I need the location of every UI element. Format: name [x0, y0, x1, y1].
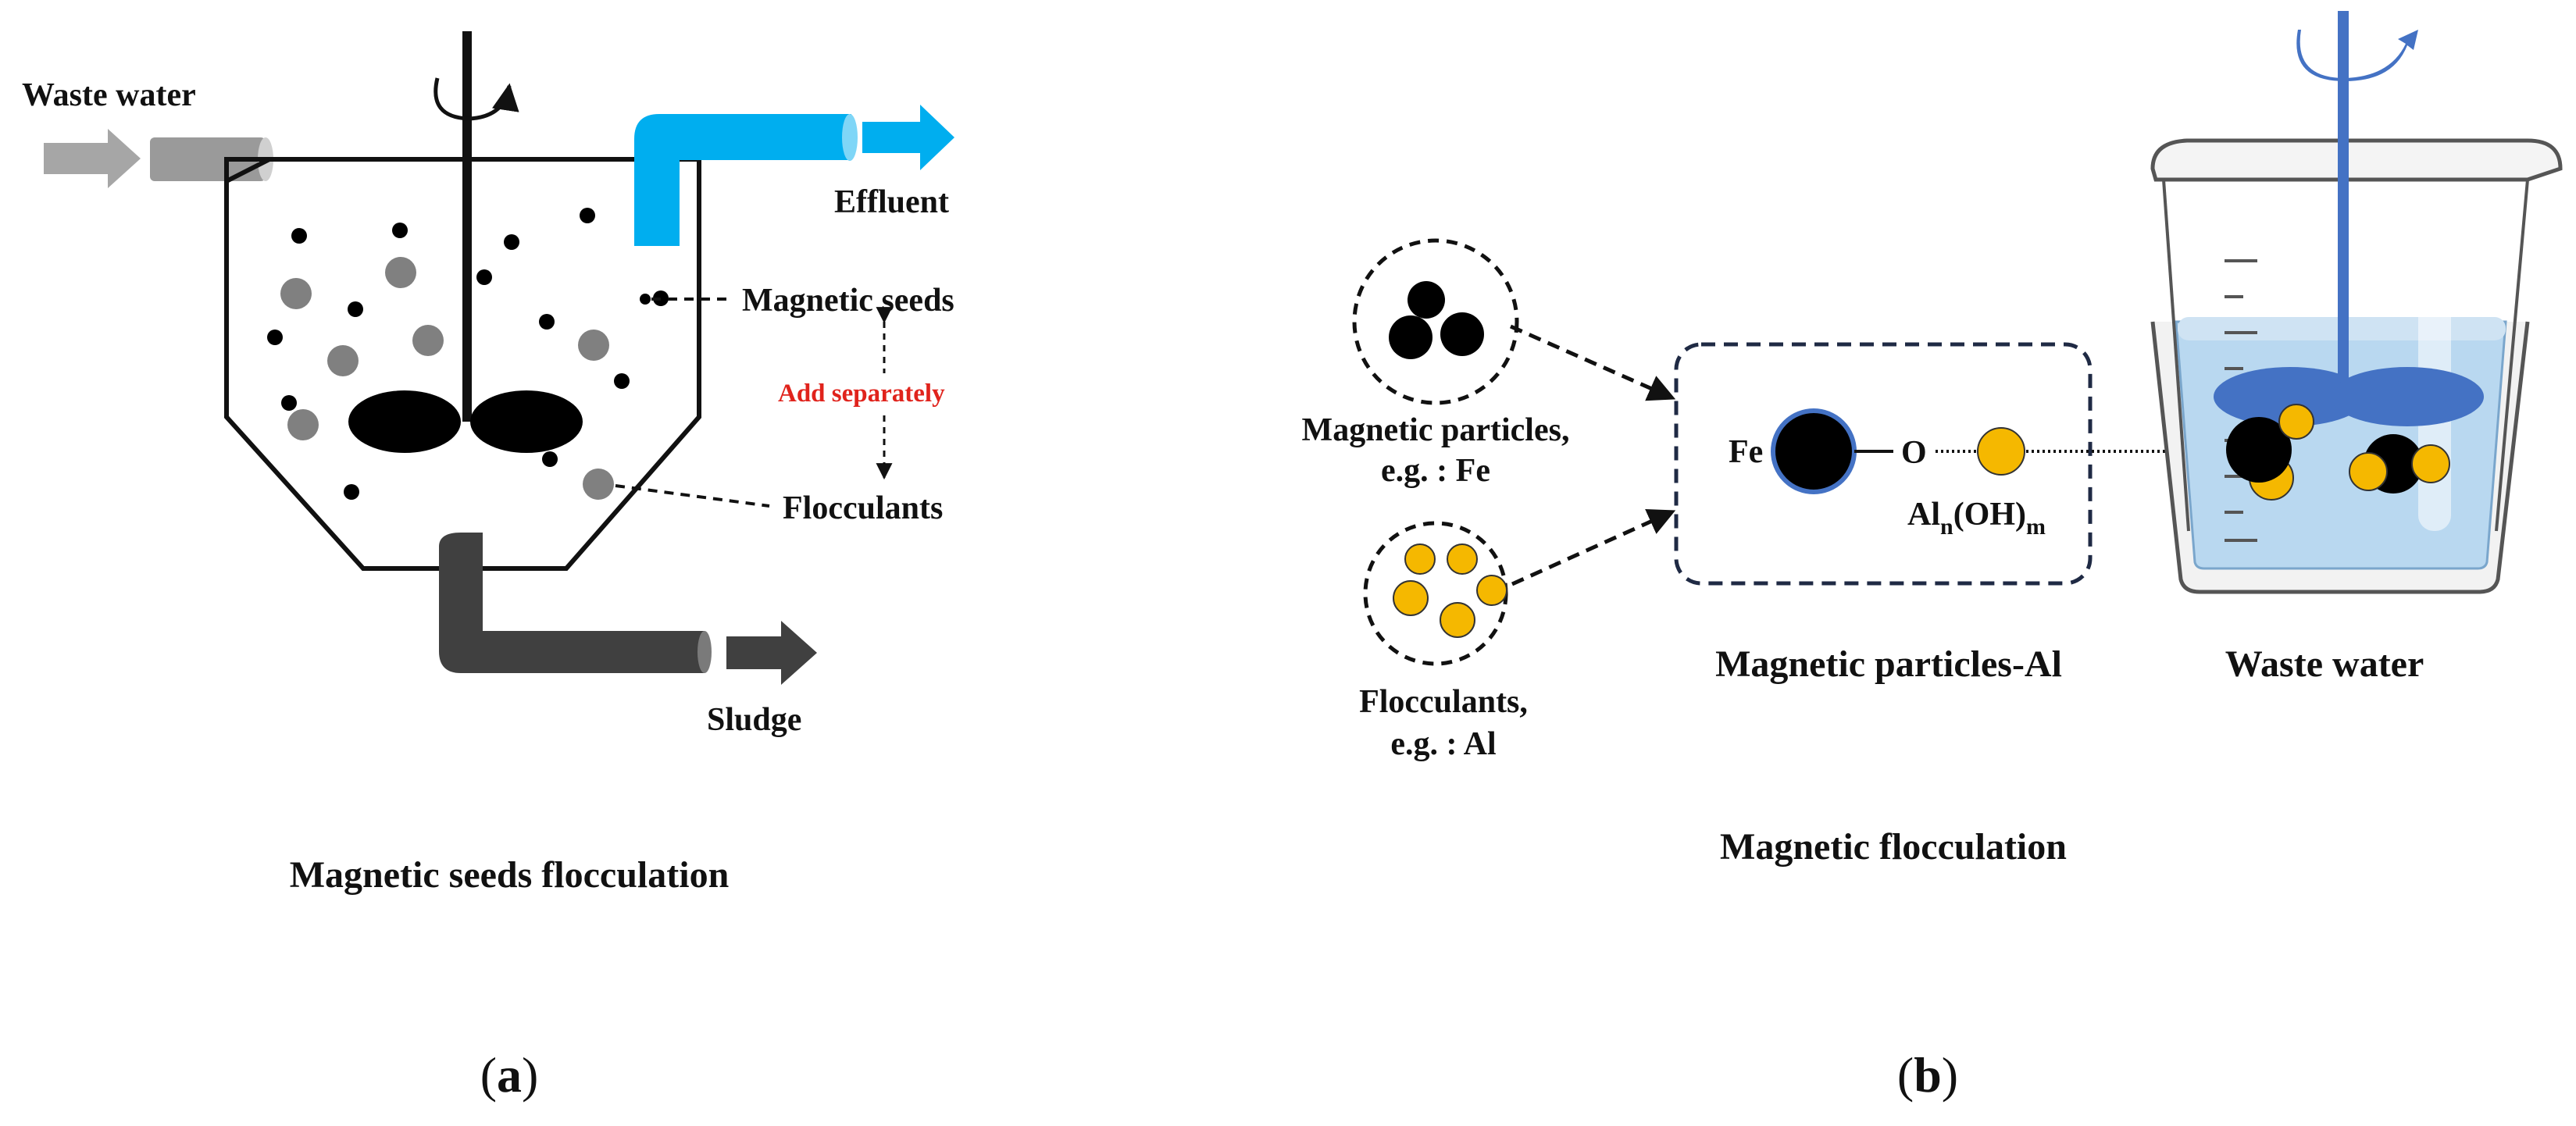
- sludge-label: Sludge: [707, 702, 801, 738]
- panel-b: Magnetic particles, e.g. : Fe Flocculant…: [1302, 11, 2563, 1103]
- complex-box: [1674, 342, 2093, 586]
- panel-a: Waste water Effluent: [22, 31, 984, 1103]
- inflow-arrow: [44, 129, 141, 188]
- fe-atom: [1771, 408, 1857, 494]
- magnetic-particles-al-label: Magnetic particles-Al: [1715, 643, 2062, 685]
- flocculant-particles: [280, 257, 614, 500]
- impeller-blade-right: [470, 390, 583, 453]
- effluent-pipe: [634, 114, 851, 246]
- add-separately-label: Add separately: [778, 379, 945, 408]
- magnetic-seeds-label: Magnetic seeds: [742, 283, 954, 319]
- waste-water-label-a: Waste water: [22, 77, 196, 113]
- effluent-label: Effluent: [834, 184, 949, 220]
- fe-to-complex-arrow: [1509, 324, 1676, 401]
- fe-particles: [1389, 281, 1484, 359]
- panel-label-a: (a): [480, 1047, 539, 1103]
- o-label: O: [1901, 435, 1927, 471]
- impeller-blade-left-b: [2214, 367, 2367, 426]
- rotation-arrow-a: [433, 77, 519, 121]
- flocculants-example: e.g. : Al: [1390, 726, 1496, 762]
- al-to-complex-arrow: [1511, 509, 1676, 586]
- effluent-arrow: [862, 105, 954, 170]
- rotation-arrow-b: [2296, 30, 2418, 81]
- caption-a: Magnetic seeds flocculation: [290, 854, 730, 896]
- al-atom: [1977, 427, 2025, 476]
- flocculants-label-b: Flocculants,: [1359, 684, 1528, 720]
- beaker: [2150, 138, 2563, 594]
- al-oh-label: Aln(OH)m: [1907, 497, 2046, 540]
- beaker-rim: [2150, 138, 2563, 182]
- fe-label: Fe: [1729, 434, 1763, 470]
- al-particles: [1393, 543, 1507, 638]
- flocs: [2226, 404, 2450, 501]
- impeller-blade-right-b: [2331, 367, 2484, 426]
- magnetic-particles-example: e.g. : Fe: [1381, 453, 1490, 489]
- waste-water-label-b: Waste water: [2225, 643, 2424, 685]
- magnetic-seed-particles: [267, 208, 669, 500]
- magnetic-particles-group: [1352, 238, 1519, 405]
- panel-label-b: (b): [1897, 1047, 1958, 1103]
- flocculants-leader: [615, 484, 770, 508]
- impeller-blade-left: [348, 390, 461, 453]
- magnetic-particles-label: Magnetic particles,: [1302, 412, 1570, 448]
- sludge-pipe: [439, 533, 705, 673]
- sludge-arrow: [726, 621, 817, 685]
- inlet-pipe: [150, 137, 266, 181]
- flocculants-label-a: Flocculants: [783, 490, 943, 526]
- caption-b: Magnetic flocculation: [1720, 826, 2067, 868]
